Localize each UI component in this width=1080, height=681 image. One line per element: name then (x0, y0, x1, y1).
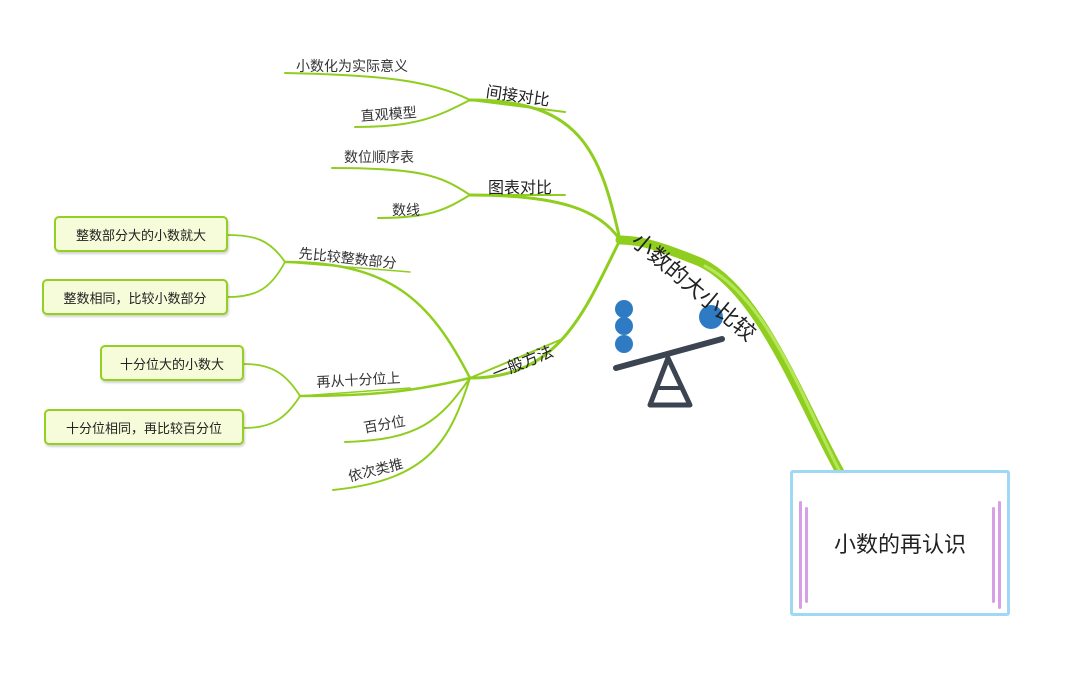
ball-left-1 (615, 300, 633, 318)
branch-line-chart (468, 193, 622, 242)
root-accent-bar (799, 501, 802, 609)
group-label-chart[interactable]: 图表对比 (488, 178, 553, 197)
node-label[interactable]: 小数化为实际意义 (296, 59, 408, 75)
root-node[interactable]: 小数的再认识 (790, 470, 1010, 616)
leaf-node[interactable]: 整数部分大的小数就大 (54, 216, 228, 252)
branch-line-indirect (468, 98, 622, 242)
ball-left-2 (615, 317, 633, 335)
node-label[interactable]: 数位顺序表 (344, 150, 414, 166)
root-accent-bar (805, 507, 808, 603)
root-accent-bar (998, 501, 1001, 609)
branch-line-step2 (298, 376, 472, 398)
balance-scale-icon (613, 300, 725, 408)
ball-left-3 (615, 335, 633, 353)
leaf-node[interactable]: 十分位相同，再比较百分位 (44, 409, 244, 445)
branch-line-general (468, 238, 622, 380)
node-label[interactable]: 直观模型 (360, 105, 418, 125)
leaf-node[interactable]: 十分位大的小数大 (100, 345, 244, 381)
ball-right (699, 305, 723, 329)
root-accent-bar (992, 507, 995, 603)
branch-line-step1 (283, 260, 472, 380)
leaf-node[interactable]: 整数相同，比较小数部分 (42, 279, 228, 315)
node-label[interactable]: 数线 (392, 203, 420, 219)
root-label: 小数的再认识 (833, 533, 966, 558)
